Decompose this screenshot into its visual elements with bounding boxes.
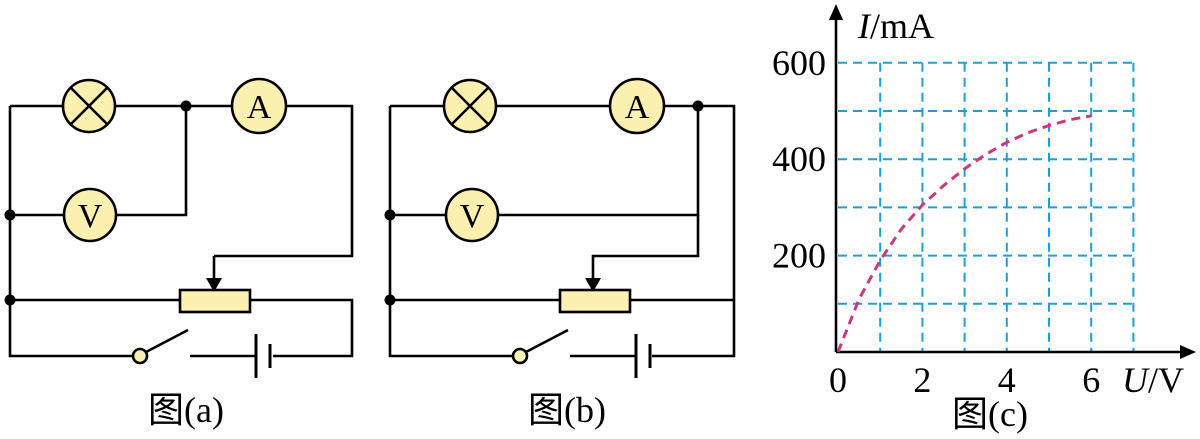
rheostat-b [558,288,632,314]
wire-rheostat-a [10,298,354,358]
voltmeter-a [62,187,118,243]
y-axis-arrowhead [829,4,843,20]
wire-left-a [8,106,132,358]
wire-left-b [388,106,512,358]
rheostat-a [178,288,252,314]
y-tick-label: 600 [772,43,826,83]
series-curve [836,114,1092,353]
junction-a3 [4,294,16,306]
wire-top-b [390,104,736,358]
y-tick-label: 400 [772,139,826,179]
junction-b1 [692,100,704,112]
ammeter-label-b: A [625,89,650,126]
tick-labels: 2 4 6 200 400 600 [772,43,1100,400]
circuit-b: A V 图(b) [384,77,736,430]
voltmeter-b [444,187,500,243]
circuit-a: A V 图(a) [4,77,354,430]
caption-c: 图(c) [952,394,1028,434]
lamp-cross-b [451,87,489,125]
wire-top-a [10,104,354,258]
y-tick-label: 200 [772,236,826,276]
chart-grid [838,61,1135,352]
wire-slider-b [591,215,700,282]
x-tick-label: 6 [1082,360,1100,400]
junction-b3 [384,294,396,306]
ammeter-b [608,77,666,135]
y-axis-label-symbol: I [857,6,872,46]
ammeter-label-a: A [247,89,272,126]
ammeter-a [230,77,288,135]
switch-blade-b [525,328,569,354]
junction-b2 [384,209,396,221]
origin-label: 0 [829,360,847,400]
caption-a: 图(a) [148,390,224,430]
lamp-cross-a [70,87,108,125]
junction-a1 [180,100,192,112]
y-axis-label-unit: /mA [870,6,934,46]
y-axis-label: I/mA [857,6,934,46]
voltmeter-label-a: V [78,198,103,235]
x-tick-label: 4 [998,360,1016,400]
switch-pivot-b [511,347,529,365]
junction-a2 [4,209,16,221]
switch-pivot-a [131,347,149,365]
caption-b: 图(b) [528,390,606,430]
wire-voltmeter-a [10,106,188,217]
voltmeter-label-b: V [460,198,485,235]
x-tick-label: 2 [913,360,931,400]
chart-c: 2 4 6 200 400 600 0 I/mA U/V 图(c) [772,4,1196,434]
x-axis-label: U/V [1122,360,1184,400]
slider-arrowhead-b [585,278,601,292]
switch-blade-a [145,328,189,354]
battery-a [254,334,272,378]
slider-arrowhead-a [206,278,222,292]
x-axis-label-symbol: U [1122,360,1150,400]
battery-b [634,334,652,378]
x-axis-label-unit: /V [1148,360,1184,400]
x-axis-arrowhead [1180,345,1196,359]
